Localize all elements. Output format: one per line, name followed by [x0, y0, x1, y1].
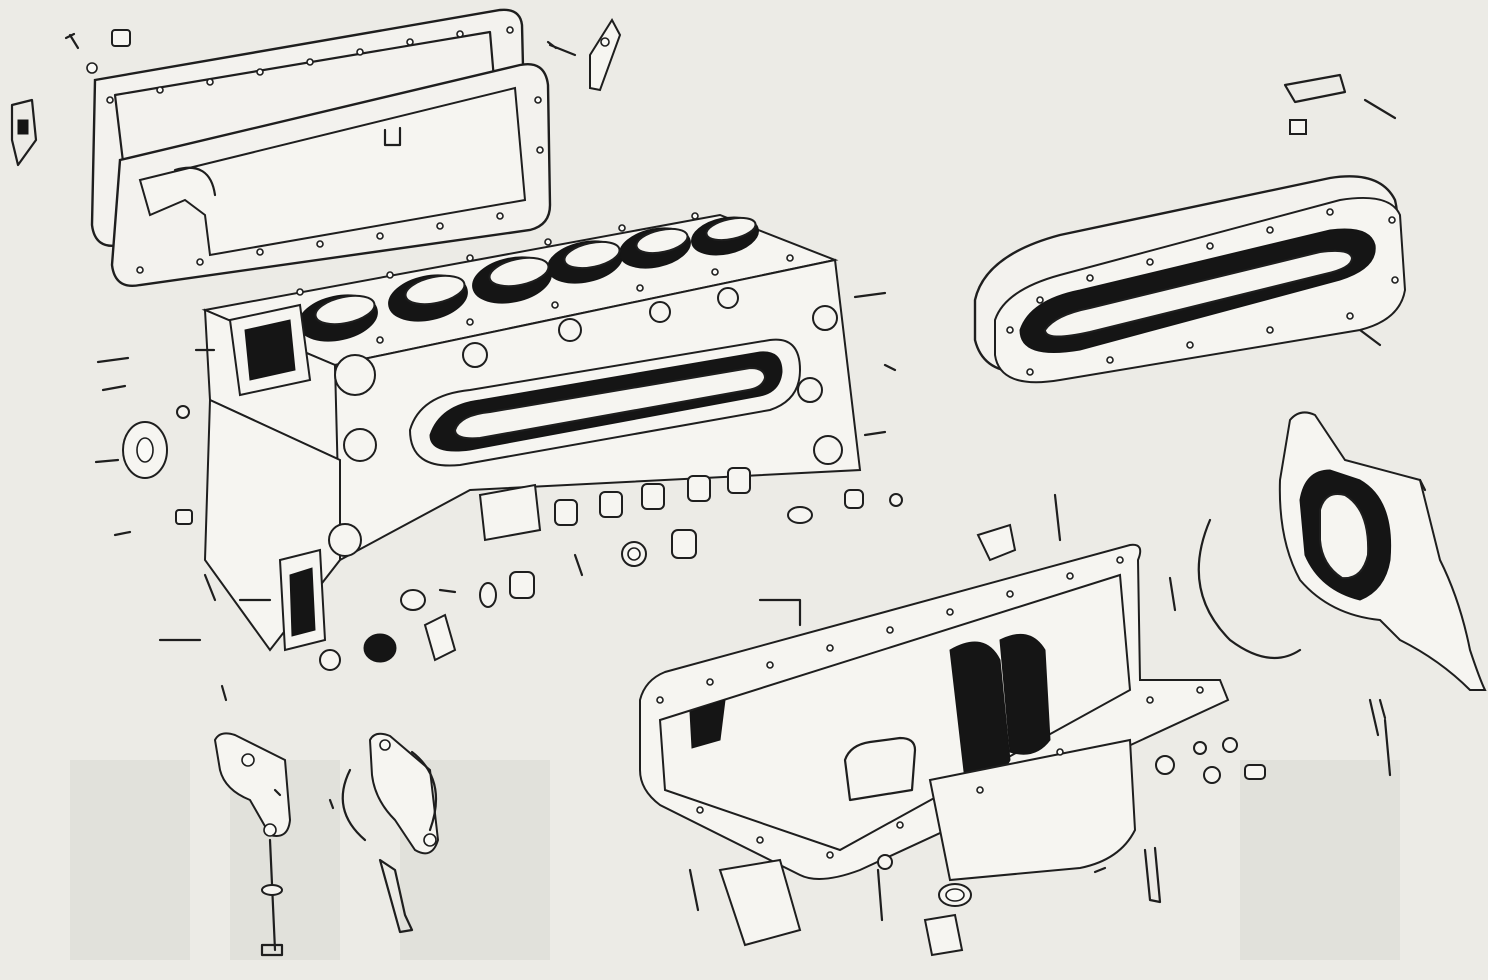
side-cover-icon — [973, 175, 1407, 384]
fasteners-icon — [10, 18, 1397, 347]
fasteners-icon — [94, 291, 903, 702]
seal-ring-icon — [1197, 518, 1302, 660]
cylinder-block-icon — [201, 212, 862, 652]
valve-cover-gasket-icon — [90, 8, 552, 287]
main-bearing-cap-icon — [213, 732, 440, 957]
oil-sump-icon — [639, 493, 1230, 947]
fasteners-icon — [688, 737, 1266, 957]
rear-bearing-housing-icon — [1278, 411, 1487, 777]
